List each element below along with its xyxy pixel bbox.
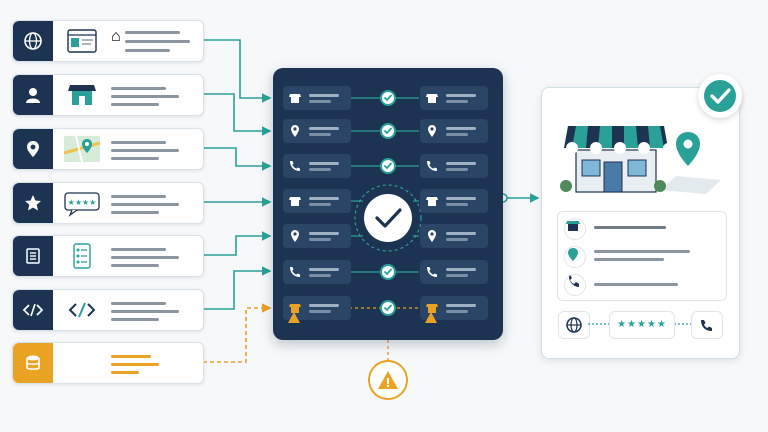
phone-icon — [111, 46, 120, 55]
user-icon — [13, 75, 53, 115]
map-pin-icon — [291, 230, 299, 242]
web-page-icon — [62, 27, 102, 55]
hub-field-left-5 — [283, 224, 351, 248]
svg-text:★★★★: ★★★★ — [68, 198, 97, 207]
list-icon — [13, 236, 53, 276]
map-pin-icon — [291, 125, 299, 137]
source-web: ⌂ — [12, 20, 204, 62]
hub-field-left-2 — [283, 119, 351, 143]
map-pin-icon — [564, 246, 586, 268]
profile-details-card — [557, 211, 727, 301]
hub-field-right-3 — [420, 154, 488, 178]
map-pin-icon — [428, 125, 436, 137]
map-pin-icon — [13, 129, 53, 169]
row-checkmark-icon — [380, 90, 396, 106]
code-icon — [62, 296, 102, 324]
phone-icon — [427, 161, 437, 171]
storefront-icon — [62, 81, 102, 109]
storefront-icon — [289, 94, 301, 103]
hub-field-left-3 — [283, 154, 351, 178]
map-thumbnail-icon — [62, 135, 102, 163]
globe-icon — [13, 21, 53, 61]
storefront-icon — [426, 197, 438, 206]
storefront-icon — [426, 94, 438, 103]
map-pin-icon — [111, 37, 120, 46]
checkmark-icon — [375, 208, 402, 228]
storefront-illustration — [560, 126, 721, 194]
phone-icon — [290, 161, 300, 171]
card-icons — [566, 221, 580, 287]
website-chip — [558, 311, 590, 339]
phone-chip — [691, 311, 723, 339]
rating-stars: ★★★★★ — [609, 311, 675, 339]
source-maps — [12, 128, 204, 170]
star-icon — [13, 183, 53, 223]
alert-glyph: ! — [385, 376, 390, 390]
hub-field-right-2 — [420, 119, 488, 143]
source-database — [12, 342, 204, 384]
phone-icon — [564, 274, 586, 296]
storefront-icon — [289, 197, 301, 206]
storefront-warning-icon — [426, 304, 438, 313]
phone-icon — [701, 320, 712, 331]
storefront-icon: ⌂ — [111, 28, 121, 45]
map-pin-icon — [428, 230, 436, 242]
chip-connectors — [588, 323, 692, 325]
database-icon — [13, 343, 53, 383]
storefront-icon — [564, 218, 586, 240]
row-checkmark-icon — [380, 123, 396, 139]
row-checkmark-icon — [380, 264, 396, 280]
hub-field-left-4 — [283, 189, 351, 213]
source-code — [12, 289, 204, 331]
review-bubble-icon: ★★★★ — [62, 189, 102, 217]
hub-field-right-4 — [420, 189, 488, 213]
source-profile — [12, 74, 204, 116]
row-checkmark-icon — [380, 300, 396, 316]
checkmark-badge-icon — [698, 74, 742, 118]
phone-icon — [427, 267, 437, 277]
hub-field-right-1 — [420, 86, 488, 110]
globe-icon — [566, 317, 582, 333]
row-warning-icon — [288, 310, 300, 323]
hub-field-left-1 — [283, 86, 351, 110]
hub-field-right-5 — [420, 224, 488, 248]
phone-icon — [290, 267, 300, 277]
storefront-warning-icon — [289, 304, 301, 313]
warning-triangle-icon: ! — [368, 360, 408, 400]
row-checkmark-icon — [380, 158, 396, 174]
row-warning-icon — [425, 310, 437, 323]
source-reviews: ★★★★ — [12, 182, 204, 224]
hub-field-right-6 — [420, 260, 488, 284]
checklist-icon — [62, 242, 102, 270]
hub-field-left-6 — [283, 260, 351, 284]
source-directory — [12, 235, 204, 277]
code-icon — [13, 290, 53, 330]
